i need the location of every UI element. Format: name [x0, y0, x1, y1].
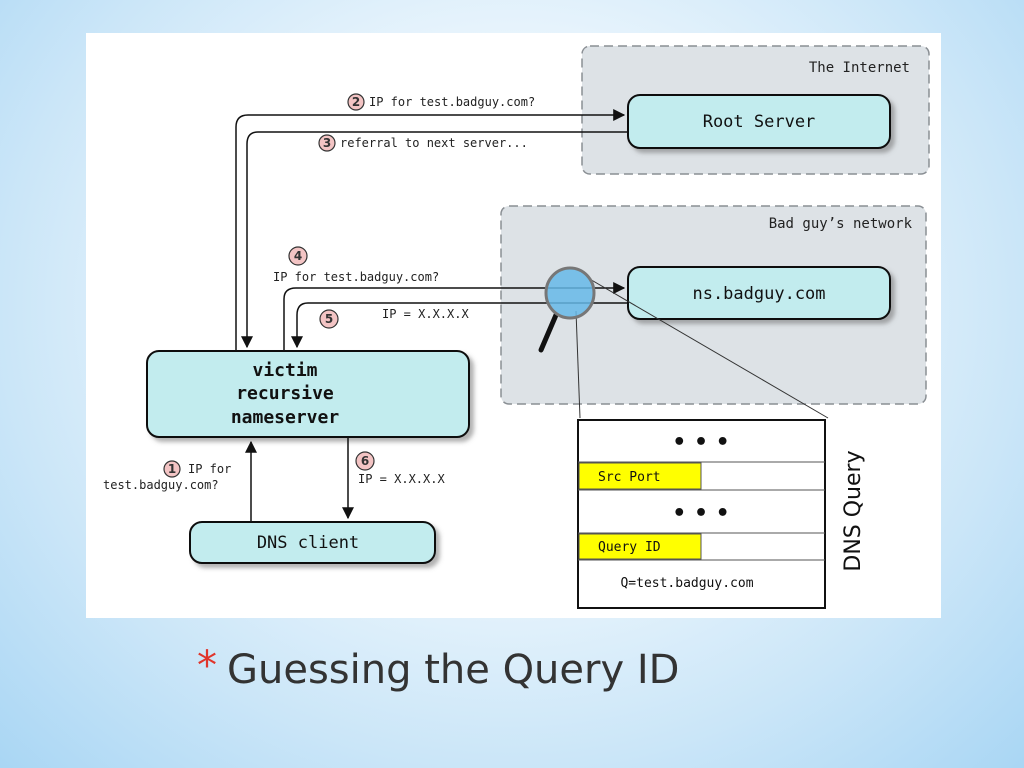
internet-label: The Internet [809, 60, 910, 76]
title-text: Guessing the Query ID [227, 647, 680, 693]
svg-text:IP for test.badguy.com?: IP for test.badguy.com? [273, 270, 439, 284]
packet-dots-2: • • • [672, 501, 730, 526]
step-2-label: 2 IP for test.badguy.com? [347, 93, 535, 111]
dns-diagram: The Internet Bad guy’s network Root Serv… [103, 45, 930, 609]
svg-text:test.badguy.com?: test.badguy.com? [103, 478, 219, 492]
victim-nameserver-box: victim recursive nameserver [146, 350, 470, 438]
step-3-label: 3 referral to next server... [318, 134, 528, 152]
step-1-label: 1 IP for test.badguy.com? [103, 460, 231, 492]
svg-text:referral to next server...: referral to next server... [340, 136, 528, 150]
svg-text:3: 3 [323, 136, 331, 150]
step-5-label: 5 IP = X.X.X.X [319, 307, 469, 329]
root-server-label: Root Server [703, 112, 816, 132]
svg-text:1: 1 [168, 462, 176, 476]
packet-dots-1: • • • [672, 430, 730, 455]
dns-query-packet: • • • Src Port • • • Query ID Q=test.bad… [577, 419, 826, 609]
magnifier-icon [538, 266, 829, 419]
arrow-step-5 [291, 302, 628, 349]
ns-badguy-label: ns.badguy.com [692, 284, 825, 304]
dns-query-side-label: DNS Query [841, 450, 866, 571]
root-server-box: Root Server [627, 94, 891, 149]
query-id-highlight [578, 533, 702, 560]
step-4-label: 4 IP for test.badguy.com? [273, 246, 439, 284]
arrow-step-3 [241, 131, 628, 349]
dns-client-label: DNS client [257, 533, 359, 553]
svg-text:IP = X.X.X.X: IP = X.X.X.X [382, 307, 469, 321]
dns-client-box: DNS client [189, 521, 436, 564]
query-id-field: Query ID [598, 540, 661, 555]
step-6-label: 6 IP = X.X.X.X [355, 451, 445, 486]
victim-line-1: victim [252, 360, 317, 381]
slide-title: * Guessing the Query ID [197, 640, 679, 700]
arrow-step-4 [283, 282, 626, 351]
ns-badguy-box: ns.badguy.com [627, 266, 891, 320]
query-field: Q=test.badguy.com [620, 576, 753, 591]
svg-text:IP = X.X.X.X: IP = X.X.X.X [358, 472, 445, 486]
title-bullet: * [197, 643, 217, 689]
svg-text:IP for test.badguy.com?: IP for test.badguy.com? [369, 95, 535, 109]
victim-line-3: nameserver [231, 407, 340, 428]
diagram-image: The Internet Bad guy’s network Root Serv… [86, 33, 941, 618]
src-port-field: Src Port [598, 470, 661, 485]
svg-text:IP for: IP for [188, 462, 231, 476]
victim-line-2: recursive [236, 383, 334, 404]
svg-text:6: 6 [361, 454, 369, 468]
badguy-network-label: Bad guy’s network [769, 216, 913, 232]
svg-text:2: 2 [352, 95, 360, 109]
svg-text:5: 5 [325, 312, 333, 326]
svg-text:4: 4 [294, 249, 302, 263]
src-port-highlight [578, 462, 702, 490]
arrow-step-2 [235, 109, 626, 351]
